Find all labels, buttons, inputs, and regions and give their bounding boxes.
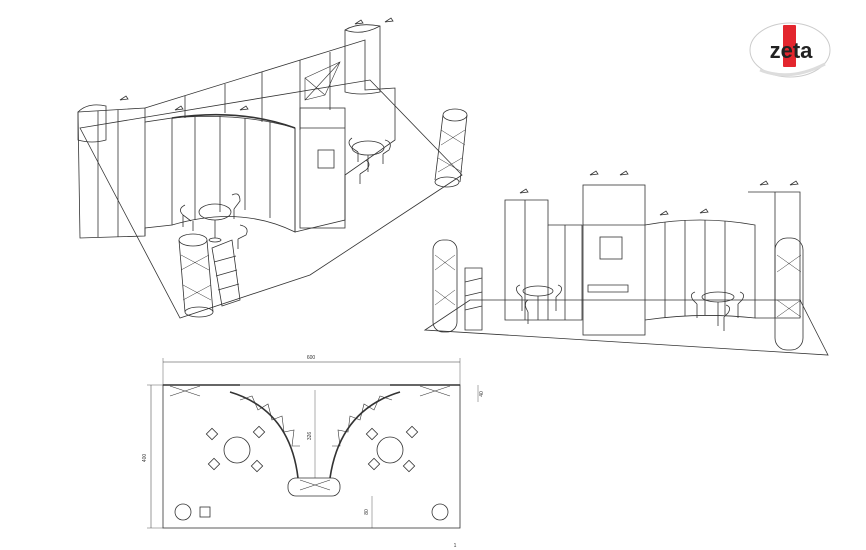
table-left xyxy=(198,203,232,221)
left-wall xyxy=(77,107,173,239)
spotlight-icons xyxy=(519,170,799,216)
spotlight-icons xyxy=(119,17,394,111)
chair xyxy=(737,291,744,318)
tower-column-right xyxy=(431,503,449,521)
chair xyxy=(516,284,523,311)
tower-column-left xyxy=(178,233,214,318)
corner-dimension-label: 40 xyxy=(479,391,485,397)
tower-column-left xyxy=(174,503,192,521)
chair xyxy=(524,299,529,324)
logo-accent-mark xyxy=(783,25,796,67)
table-right xyxy=(701,291,735,303)
front-dimension-label: 80 xyxy=(364,509,370,515)
perspective-view-left xyxy=(77,17,468,319)
literature-rack xyxy=(199,506,211,518)
tower-column-right xyxy=(434,108,468,188)
literature-rack xyxy=(464,267,483,331)
curved-back-wall xyxy=(171,115,296,233)
chair xyxy=(359,159,370,184)
chair xyxy=(691,291,698,318)
width-dimension-label: 600 xyxy=(307,355,316,361)
chair xyxy=(555,284,562,311)
chair xyxy=(382,139,391,164)
page-number: 1 xyxy=(454,543,457,549)
chair xyxy=(180,204,194,231)
floor-outline xyxy=(79,79,463,319)
chair xyxy=(237,224,248,249)
chair xyxy=(723,304,730,331)
table-group-right xyxy=(365,425,419,473)
tower-column-right xyxy=(774,237,804,351)
corner-column-right xyxy=(344,24,381,95)
tower-column-left xyxy=(432,239,458,333)
zeta-logo: zeta xyxy=(749,22,831,78)
central-tower xyxy=(299,107,346,229)
table-group-left xyxy=(205,425,266,473)
central-tower xyxy=(582,184,646,336)
table-left xyxy=(522,285,554,297)
depth-dimension-label: 400 xyxy=(142,454,148,463)
inner-dimension-label: 326 xyxy=(307,432,313,441)
chair xyxy=(231,193,241,219)
perspective-view-right xyxy=(423,170,829,356)
floor-plan xyxy=(147,358,479,529)
literature-rack xyxy=(211,239,241,307)
booth-boundary xyxy=(162,384,461,529)
floor-outline xyxy=(423,299,829,356)
chair xyxy=(348,137,359,162)
logo-text: zeta xyxy=(770,38,814,63)
front-pod xyxy=(287,477,341,497)
table-right xyxy=(351,140,385,156)
